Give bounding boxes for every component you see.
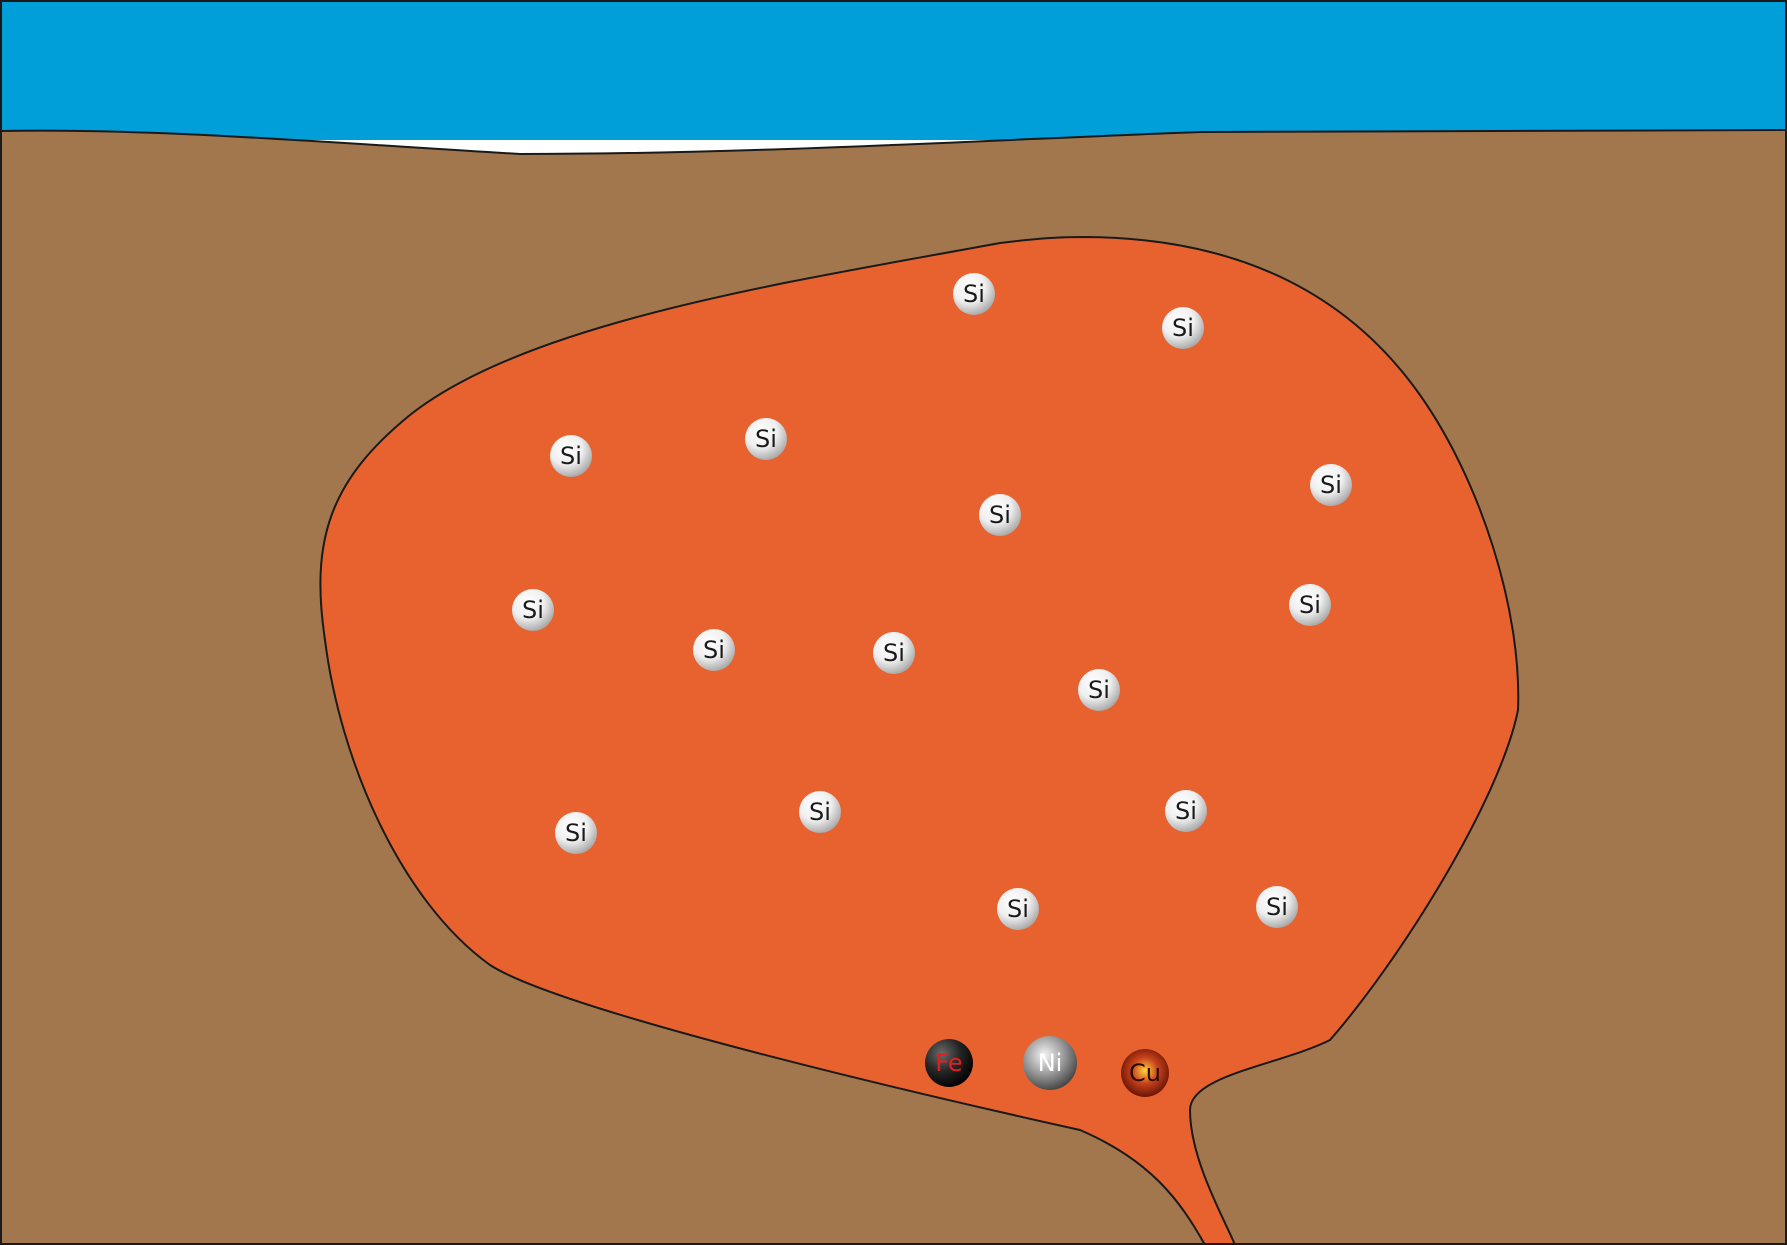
si-atom: Si (745, 418, 787, 460)
ni-atom: Ni (1023, 1036, 1077, 1090)
cu-atom-label: Cu (1129, 1059, 1161, 1087)
si-atom-label: Si (1320, 471, 1342, 499)
cu-atom: Cu (1121, 1049, 1169, 1097)
fe-atom: Fe (925, 1039, 973, 1087)
si-atom: Si (1310, 464, 1352, 506)
si-atom: Si (1165, 790, 1207, 832)
si-atom-label: Si (560, 442, 582, 470)
si-atom-label: Si (883, 639, 905, 667)
si-atom-label: Si (963, 280, 985, 308)
si-atom-label: Si (809, 798, 831, 826)
si-atom: Si (1289, 584, 1331, 626)
si-atom: Si (555, 812, 597, 854)
si-atom-label: Si (1088, 676, 1110, 704)
si-atom: Si (512, 589, 554, 631)
si-atom: Si (1162, 307, 1204, 349)
si-atom: Si (550, 435, 592, 477)
si-atom: Si (953, 273, 995, 315)
si-atom-label: Si (1299, 591, 1321, 619)
si-atom-label: Si (1266, 893, 1288, 921)
fe-atom-label: Fe (935, 1049, 962, 1077)
si-atom: Si (997, 888, 1039, 930)
si-atom: Si (979, 494, 1021, 536)
si-atom: Si (799, 791, 841, 833)
si-atom: Si (693, 629, 735, 671)
ni-atom-label: Ni (1038, 1049, 1063, 1077)
si-atom-label: Si (703, 636, 725, 664)
si-atom-label: Si (1172, 314, 1194, 342)
si-atom-label: Si (1175, 797, 1197, 825)
si-atom-label: Si (1007, 895, 1029, 923)
si-atom-label: Si (522, 596, 544, 624)
si-atom-label: Si (565, 819, 587, 847)
si-atom: Si (1078, 669, 1120, 711)
si-atom-label: Si (755, 425, 777, 453)
si-atom: Si (1256, 886, 1298, 928)
sea-layer (0, 0, 1787, 140)
si-atom-label: Si (989, 501, 1011, 529)
si-atom: Si (873, 632, 915, 674)
